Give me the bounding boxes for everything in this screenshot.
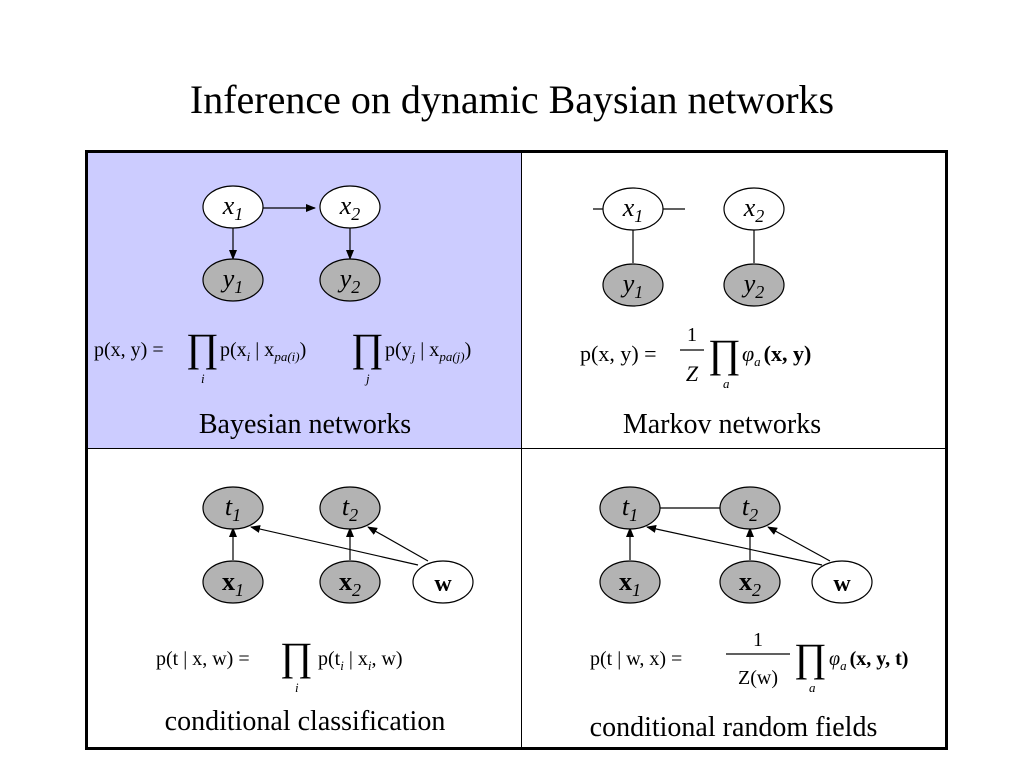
node-y2: y2 <box>723 263 785 307</box>
node-t1: t1 <box>599 486 661 530</box>
conditional-random-fields-panel: t1 t2 x1 x2 w p(t | w, x) = 1 <box>522 449 945 747</box>
node-x1: x1 <box>599 560 661 604</box>
slide-title: Inference on dynamic Baysian networks <box>189 77 835 122</box>
node-w: w <box>412 560 474 604</box>
conditional-classification-panel: t1 t2 x1 x2 w p(t | x, w) = ∏ i <box>88 449 522 747</box>
svg-text:w: w <box>833 571 851 597</box>
node-x1: x1 <box>202 185 264 229</box>
formula-term-2: p(yj | xpa(j)) <box>385 339 471 364</box>
node-y1: y1 <box>602 263 664 307</box>
svg-text:1: 1 <box>687 324 697 346</box>
svg-text:p(t | x, w) =: p(t | x, w) = <box>156 648 250 670</box>
svg-text:x1: x1 <box>622 193 644 226</box>
node-t2: t2 <box>319 486 381 530</box>
node-x1: x1 <box>602 187 664 231</box>
edge-w-t2 <box>767 526 831 562</box>
markov-formula: p(x, y) = 1 Z ∏ a φa(x, y) <box>580 324 811 391</box>
svg-text:y2: y2 <box>741 269 765 302</box>
edge-w-t2 <box>367 526 429 562</box>
svg-text:x2: x2 <box>339 567 361 600</box>
product-symbol: ∏ <box>280 634 313 679</box>
edge-w-t1 <box>646 525 823 566</box>
product-symbol: ∏ <box>186 325 219 370</box>
svg-text:t2: t2 <box>742 492 758 525</box>
product-symbol: ∏ <box>708 331 741 376</box>
crf-graph: t1 t2 x1 x2 w p(t | w, x) = 1 <box>590 486 908 695</box>
node-w: w <box>811 560 873 604</box>
formula-term-1: p(xi | xpa(i)) <box>220 339 306 364</box>
svg-text:x1: x1 <box>619 567 641 600</box>
svg-text:y1: y1 <box>220 264 244 297</box>
svg-text:x1: x1 <box>222 191 244 224</box>
bayesian-graph: x1 x2 y1 y2 p(x, y) = ∏ i p(xi | xpa(i))… <box>94 185 471 386</box>
svg-text:x2: x2 <box>339 191 361 224</box>
network-grid: x1 x2 y1 y2 p(x, y) = ∏ i p(xi | xpa(i))… <box>85 150 948 750</box>
node-t2: t2 <box>719 486 781 530</box>
conditional-classification-formula: p(t | x, w) = ∏ i p(ti | xi, w) <box>156 634 403 695</box>
formula-term: p(ti | xi, w) <box>318 648 403 673</box>
svg-text:y1: y1 <box>620 269 644 302</box>
bayesian-formula: p(x, y) = ∏ i p(xi | xpa(i)) ∏ j p(yj | … <box>94 325 471 386</box>
svg-text:j: j <box>364 371 370 386</box>
bayesian-networks-panel: x1 x2 y1 y2 p(x, y) = ∏ i p(xi | xpa(i))… <box>88 153 522 449</box>
svg-text:x1: x1 <box>222 567 244 600</box>
conditional-classification-caption: conditional classification <box>164 706 446 737</box>
svg-text:t1: t1 <box>622 492 638 525</box>
markov-networks-panel: x1 x2 y1 y2 p(x, y) = 1 Z ∏ a φa(x, <box>522 153 945 449</box>
svg-text:i: i <box>201 371 205 386</box>
svg-text:y2: y2 <box>337 264 361 297</box>
node-x2: x2 <box>319 560 381 604</box>
svg-text:x2: x2 <box>739 567 761 600</box>
svg-text:p(t | w, x) =: p(t | w, x) = <box>590 648 682 670</box>
crf-caption: conditional random fields <box>589 712 878 743</box>
svg-text:p(x, y) =: p(x, y) = <box>580 341 657 366</box>
svg-text:a: a <box>723 376 730 391</box>
svg-text:Z: Z <box>686 361 699 386</box>
svg-text:w: w <box>434 571 452 597</box>
conditional-classification-graph: t1 t2 x1 x2 w p(t | x, w) = ∏ i <box>156 486 474 695</box>
svg-text:p(x, y) =: p(x, y) = <box>94 339 164 361</box>
svg-text:t2: t2 <box>342 492 358 525</box>
svg-text:1: 1 <box>753 629 763 651</box>
svg-text:t1: t1 <box>225 492 241 525</box>
product-symbol: ∏ <box>794 635 827 680</box>
factor-term: φa(x, y, t) <box>829 648 908 673</box>
crf-formula: p(t | w, x) = 1 Z(w) ∏ a φa(x, y, t) <box>590 629 908 695</box>
node-x2: x2 <box>723 187 785 231</box>
svg-text:a: a <box>809 680 816 695</box>
node-y2: y2 <box>319 258 381 302</box>
svg-text:Z(w): Z(w) <box>738 667 778 689</box>
node-x2: x2 <box>719 560 781 604</box>
node-t1: t1 <box>202 486 264 530</box>
markov-graph: x1 x2 y1 y2 p(x, y) = 1 Z ∏ a φa(x, <box>580 187 811 391</box>
svg-text:x2: x2 <box>743 193 765 226</box>
svg-text:i: i <box>295 680 299 695</box>
factor-term: φa(x, y) <box>742 341 811 369</box>
markov-caption: Markov networks <box>622 409 822 440</box>
edge-w-t1 <box>250 525 419 566</box>
node-y1: y1 <box>202 258 264 302</box>
node-x2: x2 <box>319 185 381 229</box>
product-symbol-2: ∏ <box>351 325 384 370</box>
node-x1: x1 <box>202 560 264 604</box>
bayesian-caption: Bayesian networks <box>198 409 412 440</box>
